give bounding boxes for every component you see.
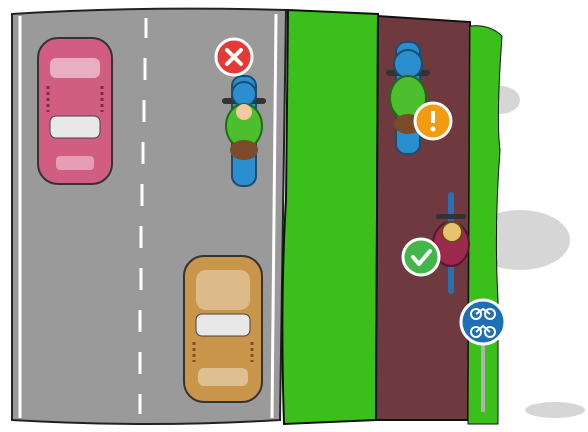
parked-car-pink bbox=[38, 38, 112, 184]
cross-icon bbox=[216, 39, 252, 75]
parked-car-tan bbox=[184, 256, 262, 402]
check-icon bbox=[403, 239, 439, 275]
exclamation-icon bbox=[415, 103, 451, 139]
grass-verge bbox=[282, 10, 378, 424]
